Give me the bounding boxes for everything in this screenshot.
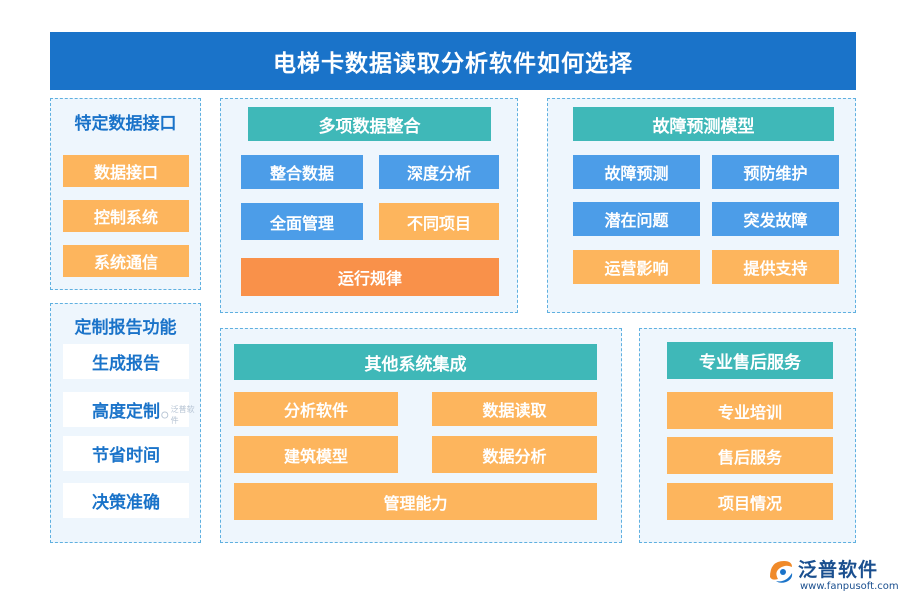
item-box: 深度分析 [379, 155, 499, 189]
panel-after-sales: 专业售后服务 专业培训 售后服务 项目情况 [639, 328, 856, 543]
brand-logo: 泛普软件 www.fanpusoft.com [766, 553, 899, 597]
item-box: 突发故障 [712, 202, 839, 236]
item-box: 控制系统 [63, 200, 189, 232]
item-box: 高度定制 [63, 392, 189, 427]
item-box: 节省时间 [63, 436, 189, 471]
item-box: 系统通信 [63, 245, 189, 277]
logo-name: 泛普软件 [798, 559, 879, 581]
logo-url: www.fanpusoft.com [800, 581, 899, 592]
panel-other-integration: 其他系统集成 分析软件 数据读取 建筑模型 数据分析 管理能力 [220, 328, 622, 543]
item-box: 数据分析 [432, 436, 597, 473]
item-box: 项目情况 [667, 483, 833, 520]
item-box: 专业培训 [667, 392, 833, 429]
panel-header: 故障预测模型 [573, 107, 834, 141]
item-box: 生成报告 [63, 344, 189, 379]
item-box: 故障预测 [573, 155, 700, 189]
item-box: 潜在问题 [573, 202, 700, 236]
watermark-text: 泛普软件 [170, 405, 195, 425]
panel-fault-prediction: 故障预测模型 故障预测 预防维护 潜在问题 突发故障 运营影响 提供支持 [547, 98, 856, 313]
page-title: 电梯卡数据读取分析软件如何选择 [50, 32, 856, 90]
panel-header: 其他系统集成 [234, 344, 597, 380]
item-box: 数据接口 [63, 155, 189, 187]
panel-title: 特定数据接口 [74, 114, 177, 134]
fanpu-logo-icon [770, 561, 793, 583]
item-box: 数据读取 [432, 392, 597, 426]
panel-custom-report: 定制报告功能 生成报告 高度定制 节省时间 决策准确 [50, 303, 201, 543]
item-box: 全面管理 [241, 203, 363, 240]
item-box: 管理能力 [234, 483, 597, 520]
panel-data-integration: 多项数据整合 整合数据 深度分析 全面管理 不同项目 运行规律 [220, 98, 518, 313]
item-box: 预防维护 [712, 155, 839, 189]
panel-title: 定制报告功能 [74, 318, 177, 338]
item-box: 决策准确 [63, 483, 189, 518]
item-box: 售后服务 [667, 437, 833, 474]
panel-header: 专业售后服务 [667, 342, 833, 379]
item-box: 分析软件 [234, 392, 398, 426]
item-box: 运行规律 [241, 258, 499, 296]
item-box: 不同项目 [379, 203, 499, 240]
item-box: 运营影响 [573, 250, 700, 284]
watermark: 泛普软件 [161, 405, 201, 425]
item-box: 提供支持 [712, 250, 839, 284]
panel-header: 多项数据整合 [248, 107, 491, 141]
panel-data-interface: 特定数据接口 数据接口 控制系统 系统通信 [50, 98, 201, 290]
item-box: 建筑模型 [234, 436, 398, 473]
item-box: 整合数据 [241, 155, 363, 189]
watermark-icon [161, 411, 169, 419]
